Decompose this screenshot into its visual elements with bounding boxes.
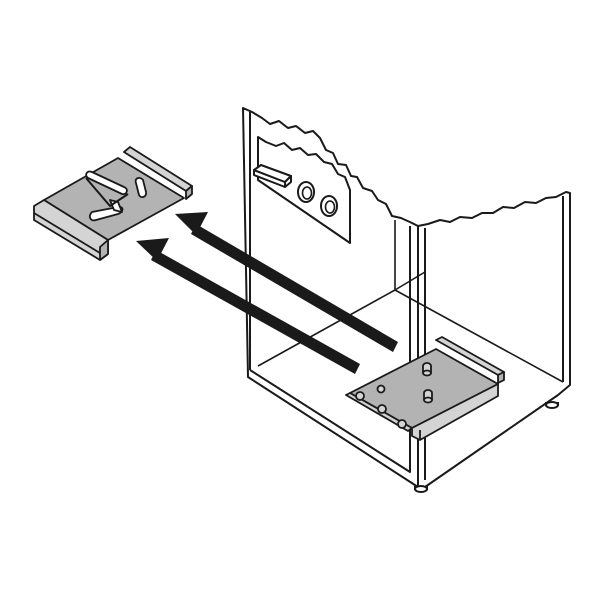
screw-icon bbox=[355, 391, 365, 401]
screw-icon bbox=[397, 419, 407, 429]
cabinet-front-frame-bottom-inner bbox=[249, 226, 411, 473]
cabinet-foot bbox=[545, 401, 559, 409]
cabinet-floor-line bbox=[394, 271, 426, 291]
cabinet-foot bbox=[545, 402, 559, 406]
arrow-head-icon bbox=[175, 212, 208, 235]
control-panel bbox=[253, 136, 351, 244]
stud-icon bbox=[422, 369, 432, 377]
toggle-switch bbox=[253, 164, 292, 188]
removed-bracket-rail-back-side bbox=[185, 185, 193, 200]
bracket-studs bbox=[355, 362, 433, 429]
direction-arrows bbox=[136, 212, 398, 374]
toggle-switch-end bbox=[284, 175, 292, 188]
screw-icon bbox=[376, 384, 386, 394]
removed-bracket-slot bbox=[134, 176, 147, 199]
arrow-shaft bbox=[191, 224, 398, 352]
stud-icon bbox=[423, 396, 433, 404]
removed-bracket-strap bbox=[85, 177, 129, 207]
direction-arrow bbox=[175, 212, 398, 352]
mounting-bracket bbox=[345, 336, 505, 441]
knob bbox=[320, 195, 338, 217]
knob-inner bbox=[324, 200, 336, 214]
knob-inner bbox=[301, 186, 313, 200]
cabinet-foot bbox=[414, 486, 428, 490]
bracket-rail-front bbox=[411, 383, 499, 441]
knob bbox=[297, 181, 315, 203]
removed-bracket-slot bbox=[85, 170, 128, 195]
arrow-head-icon bbox=[136, 238, 169, 261]
arrow-shaft bbox=[151, 250, 360, 374]
direction-arrow bbox=[136, 238, 360, 374]
bracket-rail-back-side bbox=[497, 371, 505, 384]
removed-bracket bbox=[33, 146, 193, 261]
cabinet-interior-floor-edge bbox=[394, 289, 564, 383]
cabinet-foot bbox=[414, 485, 428, 493]
removed-bracket-rail-front-edge bbox=[33, 212, 101, 254]
removed-bracket-rail-front-top bbox=[99, 239, 109, 261]
screw-icon bbox=[377, 404, 387, 414]
